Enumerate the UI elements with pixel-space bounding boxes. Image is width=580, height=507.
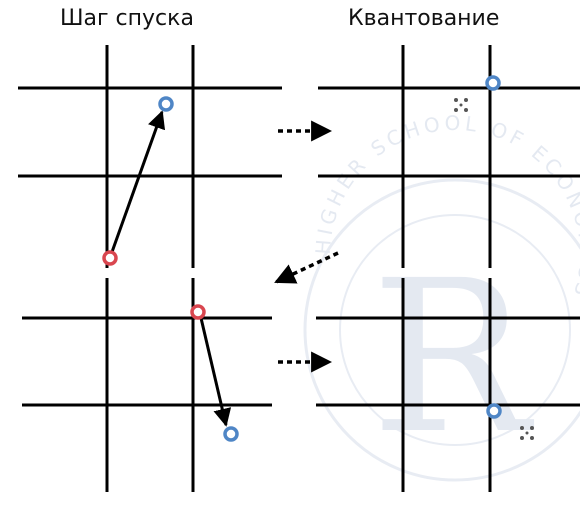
start-point-top xyxy=(102,250,118,266)
end-point-bottom xyxy=(223,426,239,442)
grid-top-right xyxy=(318,45,580,268)
step-arrow-bottom xyxy=(199,317,232,427)
dotted-arrow-diagonal xyxy=(274,251,339,284)
residual-marker-bottom xyxy=(520,426,534,440)
grid-bottom-right xyxy=(316,278,580,492)
title-descent-step: Шаг спуска xyxy=(60,6,194,31)
quantized-point-top xyxy=(485,75,501,91)
step-arrow-top xyxy=(110,110,166,253)
end-point-top xyxy=(158,96,174,112)
grid-bottom-left xyxy=(22,278,272,492)
watermark-letter: R xyxy=(371,235,535,480)
residual-marker-top xyxy=(454,98,468,112)
start-point-bottom xyxy=(190,304,206,320)
grid-top-left xyxy=(18,45,282,268)
watermark-logo: R HIGHER SCHOOL OF ECONOMICS xyxy=(303,111,580,482)
title-quantization: Квантование xyxy=(348,6,500,31)
quantized-point-bottom xyxy=(486,403,502,419)
